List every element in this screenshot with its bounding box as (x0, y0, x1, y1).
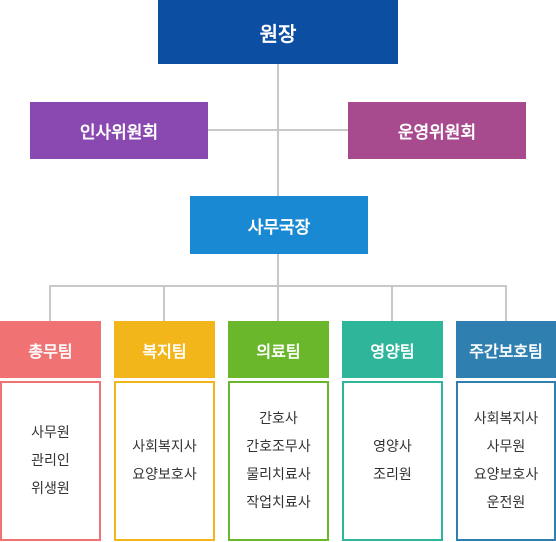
member-item: 조리원 (373, 467, 412, 483)
connector-team-3 (277, 285, 279, 321)
member-item: 물리치료사 (246, 467, 311, 483)
team-header-welfare: 복지팀 (114, 321, 215, 378)
member-item: 요양보호사 (132, 467, 197, 483)
team-header-daycare: 주간보호팀 (456, 321, 556, 378)
team-header-nutrition: 영양팀 (342, 321, 443, 378)
team-members-daycare: 사회복지사 사무원 요양보호사 운전원 (456, 381, 556, 541)
team-label: 영양팀 (370, 341, 415, 361)
team-label: 복지팀 (142, 341, 187, 361)
team-members-general: 사무원 관리인 위생원 (0, 381, 101, 541)
member-item: 사회복지사 (132, 439, 197, 455)
team-header-general: 총무팀 (0, 321, 101, 378)
director-box: 원장 (158, 0, 398, 64)
connector-team-4 (391, 285, 393, 321)
team-label: 의료팀 (256, 341, 301, 361)
member-item: 사무원 (31, 425, 70, 441)
member-item: 영양사 (373, 439, 412, 455)
connector-team-1 (49, 285, 51, 321)
committee-label: 인사위원회 (79, 123, 159, 143)
team-members-medical: 간호사 간호조무사 물리치료사 작업치료사 (228, 381, 329, 541)
connector-team-5 (505, 285, 507, 321)
director-label: 원장 (259, 21, 297, 46)
secretariat-label: 사무국장 (247, 217, 311, 238)
member-item: 사무원 (486, 439, 526, 455)
connector-secretariat-to-teams (277, 254, 279, 286)
team-label: 주간보호팀 (469, 341, 543, 361)
connector-team-2 (163, 285, 165, 321)
committee-label: 운영위원회 (397, 123, 477, 143)
team-members-welfare: 사회복지사 요양보호사 (114, 381, 215, 541)
team-members-nutrition: 영양사 조리원 (342, 381, 443, 541)
member-item: 작업치료사 (246, 495, 311, 511)
committee-box-operations: 운영위원회 (348, 102, 526, 159)
member-item: 운전원 (486, 495, 526, 511)
member-item: 간호사 (259, 411, 298, 427)
member-item: 사회복지사 (473, 411, 539, 427)
committee-box-hr: 인사위원회 (30, 102, 208, 159)
member-item: 간호조무사 (246, 439, 311, 455)
team-label: 총무팀 (28, 341, 73, 361)
member-item: 요양보호사 (473, 467, 539, 483)
team-header-medical: 의료팀 (228, 321, 329, 378)
member-item: 관리인 (31, 453, 70, 469)
member-item: 위생원 (31, 481, 70, 497)
connector-committees (208, 129, 348, 131)
secretariat-box: 사무국장 (190, 196, 368, 254)
